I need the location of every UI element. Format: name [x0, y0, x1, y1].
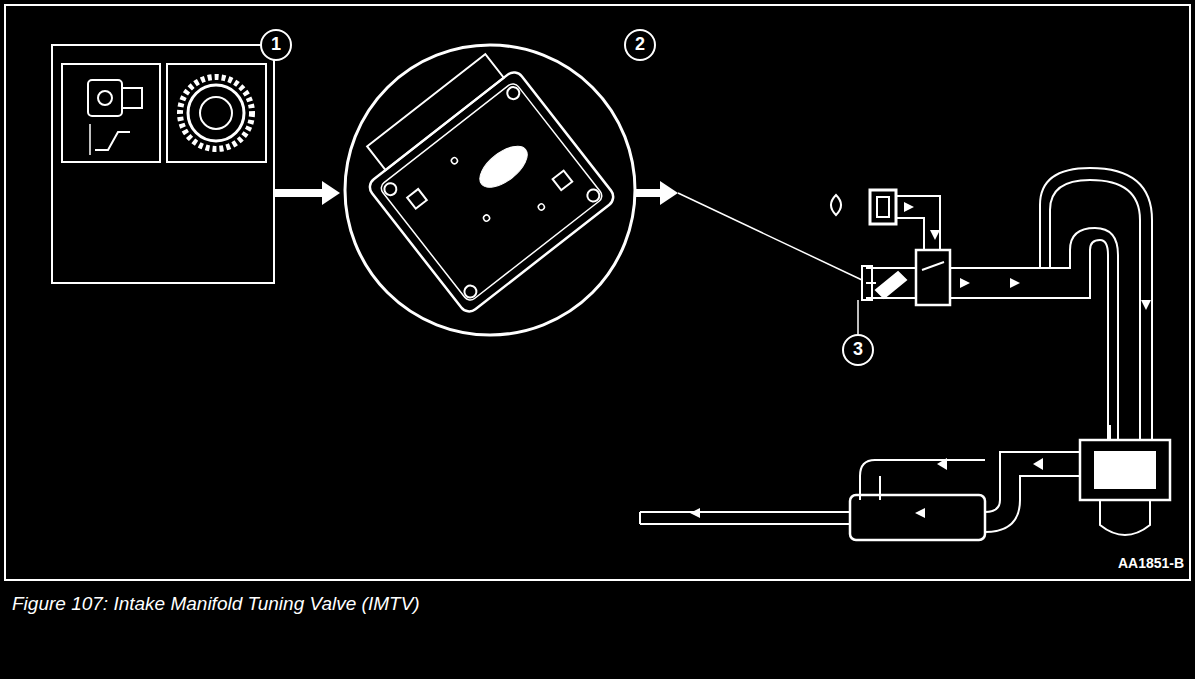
pcm-module: [347, 45, 617, 316]
engine-schematic: [640, 168, 1170, 540]
callout-number: 2: [635, 35, 645, 55]
callout-number: 3: [853, 340, 863, 360]
callout-ring: [625, 30, 655, 60]
signal-wire: [678, 193, 862, 280]
figure-caption: Figure 107: Intake Manifold Tuning Valve…: [12, 594, 420, 615]
flow-arrow: [636, 181, 678, 205]
module-circle: [345, 45, 635, 335]
flow-markers: [690, 202, 1151, 518]
callout-number: 1: [271, 35, 281, 55]
sensor-panel: [52, 45, 274, 283]
flow-arrow: [274, 181, 340, 205]
frame: [5, 5, 1190, 580]
callout-ring: [261, 30, 291, 60]
leader-line: [857, 300, 859, 334]
callout-ring: [843, 335, 873, 365]
figure-code: AA1851-B: [1118, 556, 1184, 571]
